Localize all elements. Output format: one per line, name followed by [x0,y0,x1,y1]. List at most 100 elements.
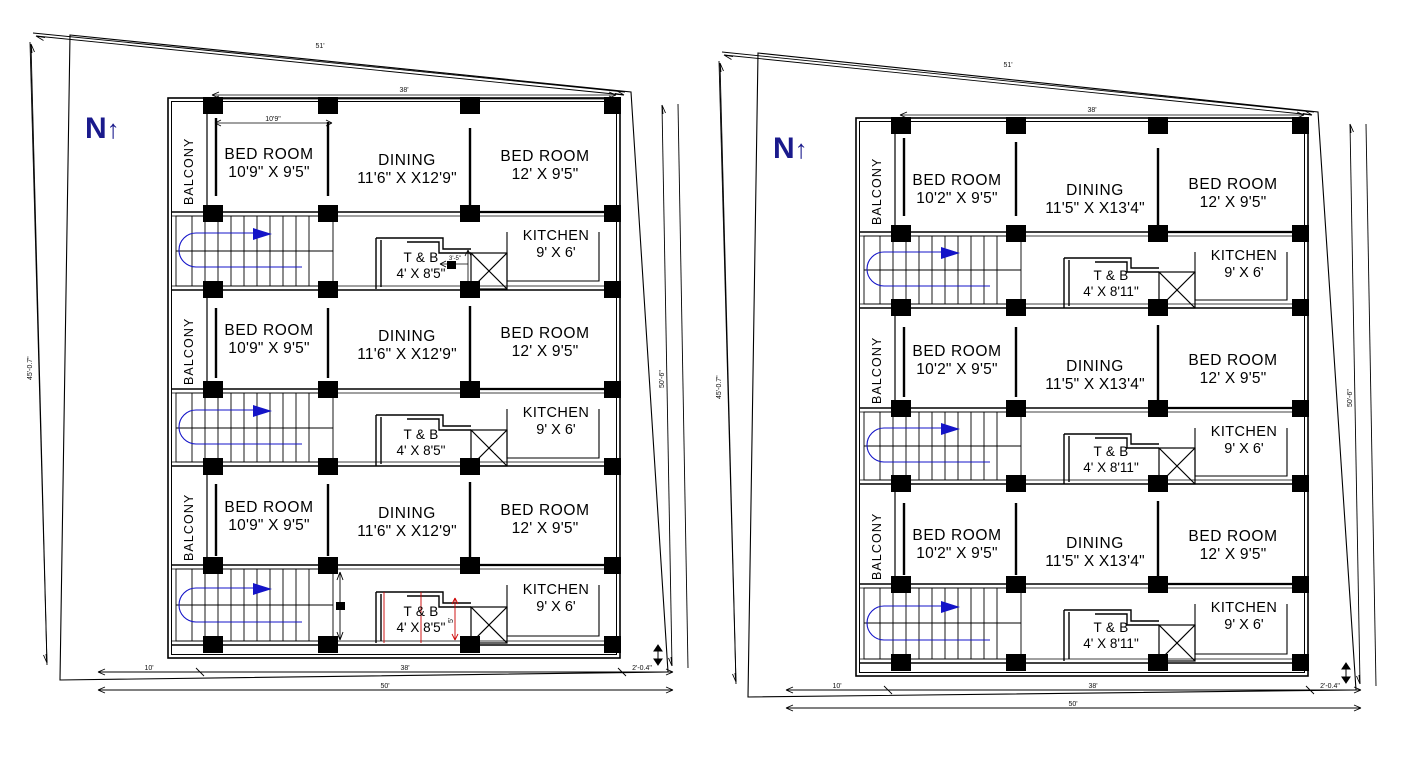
bedroom-rear-label-r-u3: BED ROOM 12' X 9'5" [1170,528,1296,565]
north-arrow-glyph: ↑ [106,114,120,144]
bedroom-front-dim-u2: 10'9" X 9'5" [228,340,310,358]
bedroom-front-label-u2: BED ROOM 10'9" X 9'5" [206,322,332,359]
kitchen-dim-u3: 9' X 6' [536,599,576,616]
bedroom-front-name-r-u2: BED ROOM [912,343,1002,360]
kitchen-label-r-u2: KITCHEN 9' X 6' [1196,424,1292,458]
bedroom-rear-label-u1: BED ROOM 12' X 9'5" [482,148,608,185]
north-arrow-glyph-right: ↑ [794,134,808,164]
dim-bottom-seg-2: 38' [400,665,410,672]
toilet-name-u2: T & B [403,427,439,442]
dining-dim-u1: 11'6" X X12'9" [357,170,457,188]
dining-label-r-u2: DINING 11'5" X X13'4" [1028,358,1162,395]
dim-bottom-seg-1-right: 10' [832,683,842,690]
dim-top-diagonal-right: 51' [1003,62,1013,69]
bedroom-rear-dim-u1: 12' X 9'5" [511,166,579,184]
kitchen-dim-r-u1: 9' X 6' [1224,265,1264,282]
dining-name-r-u3: DINING [1066,535,1124,552]
dining-dim-r-u2: 11'5" X X13'4" [1045,376,1145,394]
dining-label-r-u3: DINING 11'5" X X13'4" [1028,535,1162,572]
dining-label-u2: DINING 11'6" X X12'9" [340,328,474,365]
kitchen-name-u1: KITCHEN [522,228,590,244]
dim-bottom-total-right: 50' [1068,701,1078,708]
kitchen-dim-u1: 9' X 6' [536,245,576,262]
bedroom-rear-dim-r-u3: 12' X 9'5" [1199,546,1267,564]
bedroom-front-label-r-u1: BED ROOM 10'2" X 9'5" [894,172,1020,209]
toilet-label-r-u2: T & B 4' X 8'11" [1068,444,1154,476]
floor-plan-right-geometry [708,0,1415,767]
bedroom-rear-name-r-u3: BED ROOM [1188,528,1278,545]
north-arrow-icon-right: N↑ [773,132,808,166]
bedroom-rear-dim-u3: 12' X 9'5" [511,520,579,538]
dim-bottom-seg-1: 10' [144,665,154,672]
toilet-dim-r-u1: 4' X 8'11" [1083,283,1139,299]
kitchen-dim-r-u2: 9' X 6' [1224,441,1264,458]
bedroom-rear-name-u2: BED ROOM [500,325,590,342]
dining-name-u2: DINING [378,328,436,345]
kitchen-name-u3: KITCHEN [522,582,590,598]
bedroom-front-label-u3: BED ROOM 10'9" X 9'5" [206,499,332,536]
toilet-name-r-u3: T & B [1093,620,1129,635]
balcony-label-r-u2: BALCONY [870,336,884,404]
toilet-dim-r-u2: 4' X 8'11" [1083,459,1139,475]
bedroom-rear-name-r-u2: BED ROOM [1188,352,1278,369]
dim-tb-red: 5' [448,617,455,623]
dining-dim-r-u3: 11'5" X X13'4" [1045,553,1145,571]
kitchen-name-r-u2: KITCHEN [1210,424,1278,440]
toilet-name-r-u1: T & B [1093,268,1129,283]
dining-name-r-u2: DINING [1066,358,1124,375]
floor-plan-right: N↑ BALCONY BED ROOM 10'2" X 9'5" DINING … [708,0,1415,767]
balcony-label-r-u3: BALCONY [870,512,884,580]
north-letter: N [85,112,107,145]
dim-top-diagonal: 51' [315,43,325,50]
dim-bottom-seg-3: 2'-0.4" [632,665,652,672]
dining-name-u3: DINING [378,505,436,522]
dining-label-u1: DINING 11'6" X X12'9" [340,152,474,189]
bedroom-front-dim-r-u3: 10'2" X 9'5" [916,545,998,563]
bedroom-front-dim-r-u2: 10'2" X 9'5" [916,361,998,379]
north-letter-right: N [773,132,795,165]
bedroom-rear-label-u3: BED ROOM 12' X 9'5" [482,502,608,539]
dim-tb-offset: 3'-5" [449,256,461,262]
dim-building-top-right: 38' [1087,107,1097,114]
kitchen-name-u2: KITCHEN [522,405,590,421]
bedroom-front-name-u2: BED ROOM [224,322,314,339]
dining-label-u3: DINING 11'6" X X12'9" [340,505,474,542]
kitchen-dim-r-u3: 9' X 6' [1224,617,1264,634]
kitchen-label-r-u3: KITCHEN 9' X 6' [1196,600,1292,634]
toilet-name-u1: T & B [403,250,439,265]
bedroom-rear-label-r-u1: BED ROOM 12' X 9'5" [1170,176,1296,213]
balcony-label-u3: BALCONY [182,493,196,561]
dim-bottom-total: 50' [380,683,390,690]
kitchen-name-r-u1: KITCHEN [1210,248,1278,264]
toilet-name-u3: T & B [403,604,439,619]
bedroom-front-name-r-u1: BED ROOM [912,172,1002,189]
dim-bedroom-width: 10'9" [265,116,281,123]
toilet-label-r-u1: T & B 4' X 8'11" [1068,268,1154,300]
dim-left-side: 45'-0.7" [27,356,34,380]
toilet-label-u3: T & B 4' X 8'5" [381,604,461,636]
kitchen-label-u3: KITCHEN 9' X 6' [508,582,604,616]
balcony-label-r-u1: BALCONY [870,157,884,225]
bedroom-rear-name-r-u1: BED ROOM [1188,176,1278,193]
bedroom-rear-dim-r-u1: 12' X 9'5" [1199,194,1267,212]
toilet-dim-r-u3: 4' X 8'11" [1083,635,1139,651]
bedroom-rear-dim-u2: 12' X 9'5" [511,343,579,361]
dim-bottom-seg-3-right: 2'-0.4" [1320,683,1340,690]
toilet-label-u1: T & B 4' X 8'5" [381,250,461,282]
dining-dim-u3: 11'6" X X12'9" [357,523,457,541]
dim-bottom-seg-2-right: 38' [1088,683,1098,690]
toilet-label-u2: T & B 4' X 8'5" [381,427,461,459]
bedroom-front-dim-r-u1: 10'2" X 9'5" [916,190,998,208]
bedroom-front-label-r-u3: BED ROOM 10'2" X 9'5" [894,527,1020,564]
bedroom-front-label-u1: BED ROOM 10'9" X 9'5" [206,146,332,183]
balcony-label-u1: BALCONY [182,137,196,205]
dining-dim-r-u1: 11'5" X X13'4" [1045,200,1145,218]
toilet-dim-u2: 4' X 8'5" [396,442,446,458]
toilet-name-r-u2: T & B [1093,444,1129,459]
floor-plan-left-geometry [0,0,707,767]
bedroom-rear-name-u1: BED ROOM [500,148,590,165]
dining-label-r-u1: DINING 11'5" X X13'4" [1028,182,1162,219]
kitchen-label-u2: KITCHEN 9' X 6' [508,405,604,439]
bedroom-rear-dim-r-u2: 12' X 9'5" [1199,370,1267,388]
